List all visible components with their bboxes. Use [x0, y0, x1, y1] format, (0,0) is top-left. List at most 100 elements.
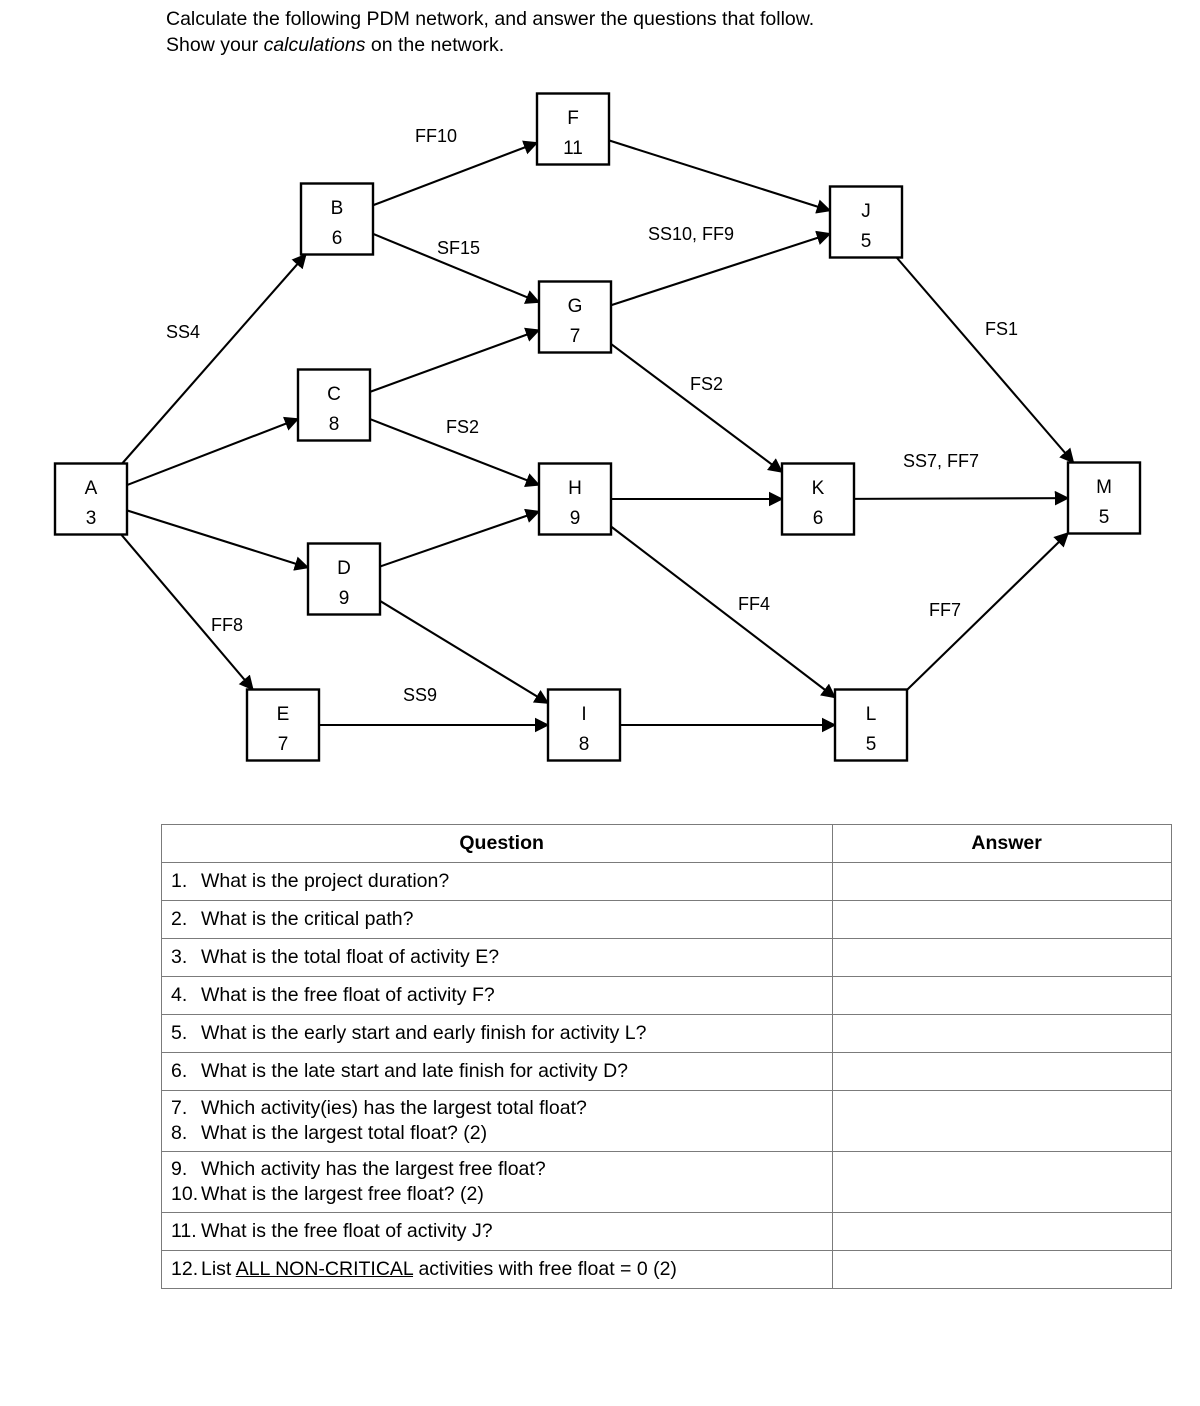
question-text: 2.What is the critical path?	[171, 907, 832, 932]
link-A-to-B	[121, 253, 307, 465]
question-body: What is the late start and late finish f…	[201, 1060, 629, 1082]
node-label-A: A	[85, 478, 98, 499]
link-B-to-G	[372, 232, 541, 304]
answer-cell[interactable]	[832, 976, 1172, 1015]
answer-cell[interactable]	[832, 862, 1172, 901]
node-K: K6	[780, 462, 856, 536]
link-A-to-D	[126, 509, 310, 571]
question-body: What is the free float of activity J?	[201, 1220, 493, 1242]
node-duration-J: 5	[861, 231, 872, 252]
link-label-A-E: FF8	[211, 615, 243, 635]
column-header-answer: Answer	[832, 824, 1172, 863]
answer-cell[interactable]	[832, 900, 1172, 939]
question-text: 6. What is the late start and late finish…	[171, 1059, 832, 1084]
node-C: C8	[296, 368, 372, 442]
node-label-H: H	[568, 478, 582, 499]
link-G-to-K	[610, 343, 784, 473]
network-links	[120, 139, 1075, 733]
question-body-post: activities with free float = 0 (2)	[413, 1258, 677, 1280]
node-label-I: I	[581, 704, 586, 725]
link-label-H-L: FF4	[738, 594, 770, 614]
node-M: M5	[1066, 461, 1142, 535]
link-B-to-F	[372, 140, 539, 207]
answer-cell[interactable]	[832, 1014, 1172, 1053]
instruction-line-2: Show your calculations on the network.	[166, 32, 1026, 58]
question-text: 9.Which activity has the largest free fl…	[171, 1157, 832, 1182]
question-body-underlined: ALL NON-CRITICAL	[235, 1258, 414, 1280]
link-label-G-K: FS2	[690, 374, 723, 394]
question-answer-table: Question Answer 1.What is the project du…	[160, 824, 1172, 1289]
question-cell: 4.What is the free float of activity F?	[160, 976, 834, 1015]
link-J-to-M	[895, 256, 1075, 464]
question-number: 11.	[171, 1220, 197, 1242]
node-duration-C: 8	[329, 414, 340, 435]
node-duration-E: 7	[278, 734, 289, 755]
question-number: 12.	[171, 1258, 199, 1280]
node-label-B: B	[331, 198, 344, 219]
node-D: D9	[306, 542, 382, 616]
question-text: 5. What is the early start and early fini…	[171, 1021, 832, 1046]
table-row: 6. What is the late start and late finish…	[160, 1052, 1172, 1091]
question-body: What is the critical path?	[201, 908, 414, 930]
question-text: 1.What is the project duration?	[171, 869, 832, 894]
link-A-to-E	[120, 533, 254, 691]
question-number: 3.	[171, 946, 188, 968]
question-text: 12.List ALL NON-CRITICAL activities with…	[171, 1257, 832, 1282]
question-cell: 7.Which activity(ies) has the largest to…	[160, 1090, 834, 1152]
link-C-to-H	[369, 418, 541, 487]
answer-cell[interactable]	[832, 1090, 1172, 1152]
column-header-question: Question	[160, 824, 834, 863]
node-label-F: F	[567, 108, 579, 129]
question-number: 5.	[171, 1022, 188, 1044]
question-body: What is the largest total float? (2)	[201, 1122, 488, 1144]
question-number: 7.	[171, 1097, 188, 1119]
node-label-M: M	[1096, 477, 1112, 498]
question-text: 11.What is the free float of activity J?	[171, 1219, 832, 1244]
question-body: What is the project duration?	[201, 870, 450, 892]
node-label-G: G	[568, 296, 583, 317]
node-box-H	[537, 462, 613, 536]
question-cell: 11.What is the free float of activity J?	[160, 1212, 834, 1251]
node-duration-F: 11	[563, 138, 583, 159]
answer-cell[interactable]	[832, 1212, 1172, 1251]
table-row: 2.What is the critical path?	[160, 900, 1172, 939]
answer-cell[interactable]	[832, 938, 1172, 977]
question-body: Which activity has the largest free floa…	[201, 1158, 546, 1180]
node-box-M	[1066, 461, 1142, 535]
node-duration-H: 9	[570, 508, 581, 529]
link-label-A-B: SS4	[166, 322, 200, 342]
table-row: 5. What is the early start and early fini…	[160, 1014, 1172, 1053]
instruction-line-2-post: on the network.	[365, 34, 505, 56]
link-D-to-I	[379, 600, 550, 704]
node-E: E7	[245, 688, 321, 762]
node-A: A3	[53, 462, 129, 536]
node-I: I8	[546, 688, 622, 762]
table-row: 4.What is the free float of activity F?	[160, 976, 1172, 1015]
question-cell: 5. What is the early start and early fini…	[160, 1014, 834, 1053]
question-body: What is the total float of activity E?	[201, 946, 500, 968]
question-number: 8.	[171, 1122, 188, 1144]
question-text: 7.Which activity(ies) has the largest to…	[171, 1096, 832, 1121]
question-body: What is the largest free float? (2)	[201, 1183, 484, 1205]
question-cell: 6. What is the late start and late finish…	[160, 1052, 834, 1091]
link-D-to-H	[379, 508, 541, 568]
node-B: B6	[299, 182, 375, 256]
answer-cell[interactable]	[832, 1151, 1172, 1213]
question-body: What is the early start and early finish…	[201, 1022, 647, 1044]
question-text: 3. What is the total float of activity E?	[171, 945, 832, 970]
answer-cell[interactable]	[832, 1250, 1172, 1289]
table-row: 1.What is the project duration?	[160, 862, 1172, 901]
question-cell: 3. What is the total float of activity E?	[160, 938, 834, 977]
node-box-D	[306, 542, 382, 616]
answer-cell[interactable]	[832, 1052, 1172, 1091]
question-cell: 2.What is the critical path?	[160, 900, 834, 939]
node-duration-M: 5	[1099, 507, 1110, 528]
question-cell: 9.Which activity has the largest free fl…	[160, 1151, 834, 1213]
node-duration-I: 8	[579, 734, 590, 755]
question-number: 6.	[171, 1060, 188, 1082]
node-duration-K: 6	[813, 508, 824, 529]
node-label-C: C	[327, 384, 341, 405]
link-A-to-C	[126, 416, 300, 487]
